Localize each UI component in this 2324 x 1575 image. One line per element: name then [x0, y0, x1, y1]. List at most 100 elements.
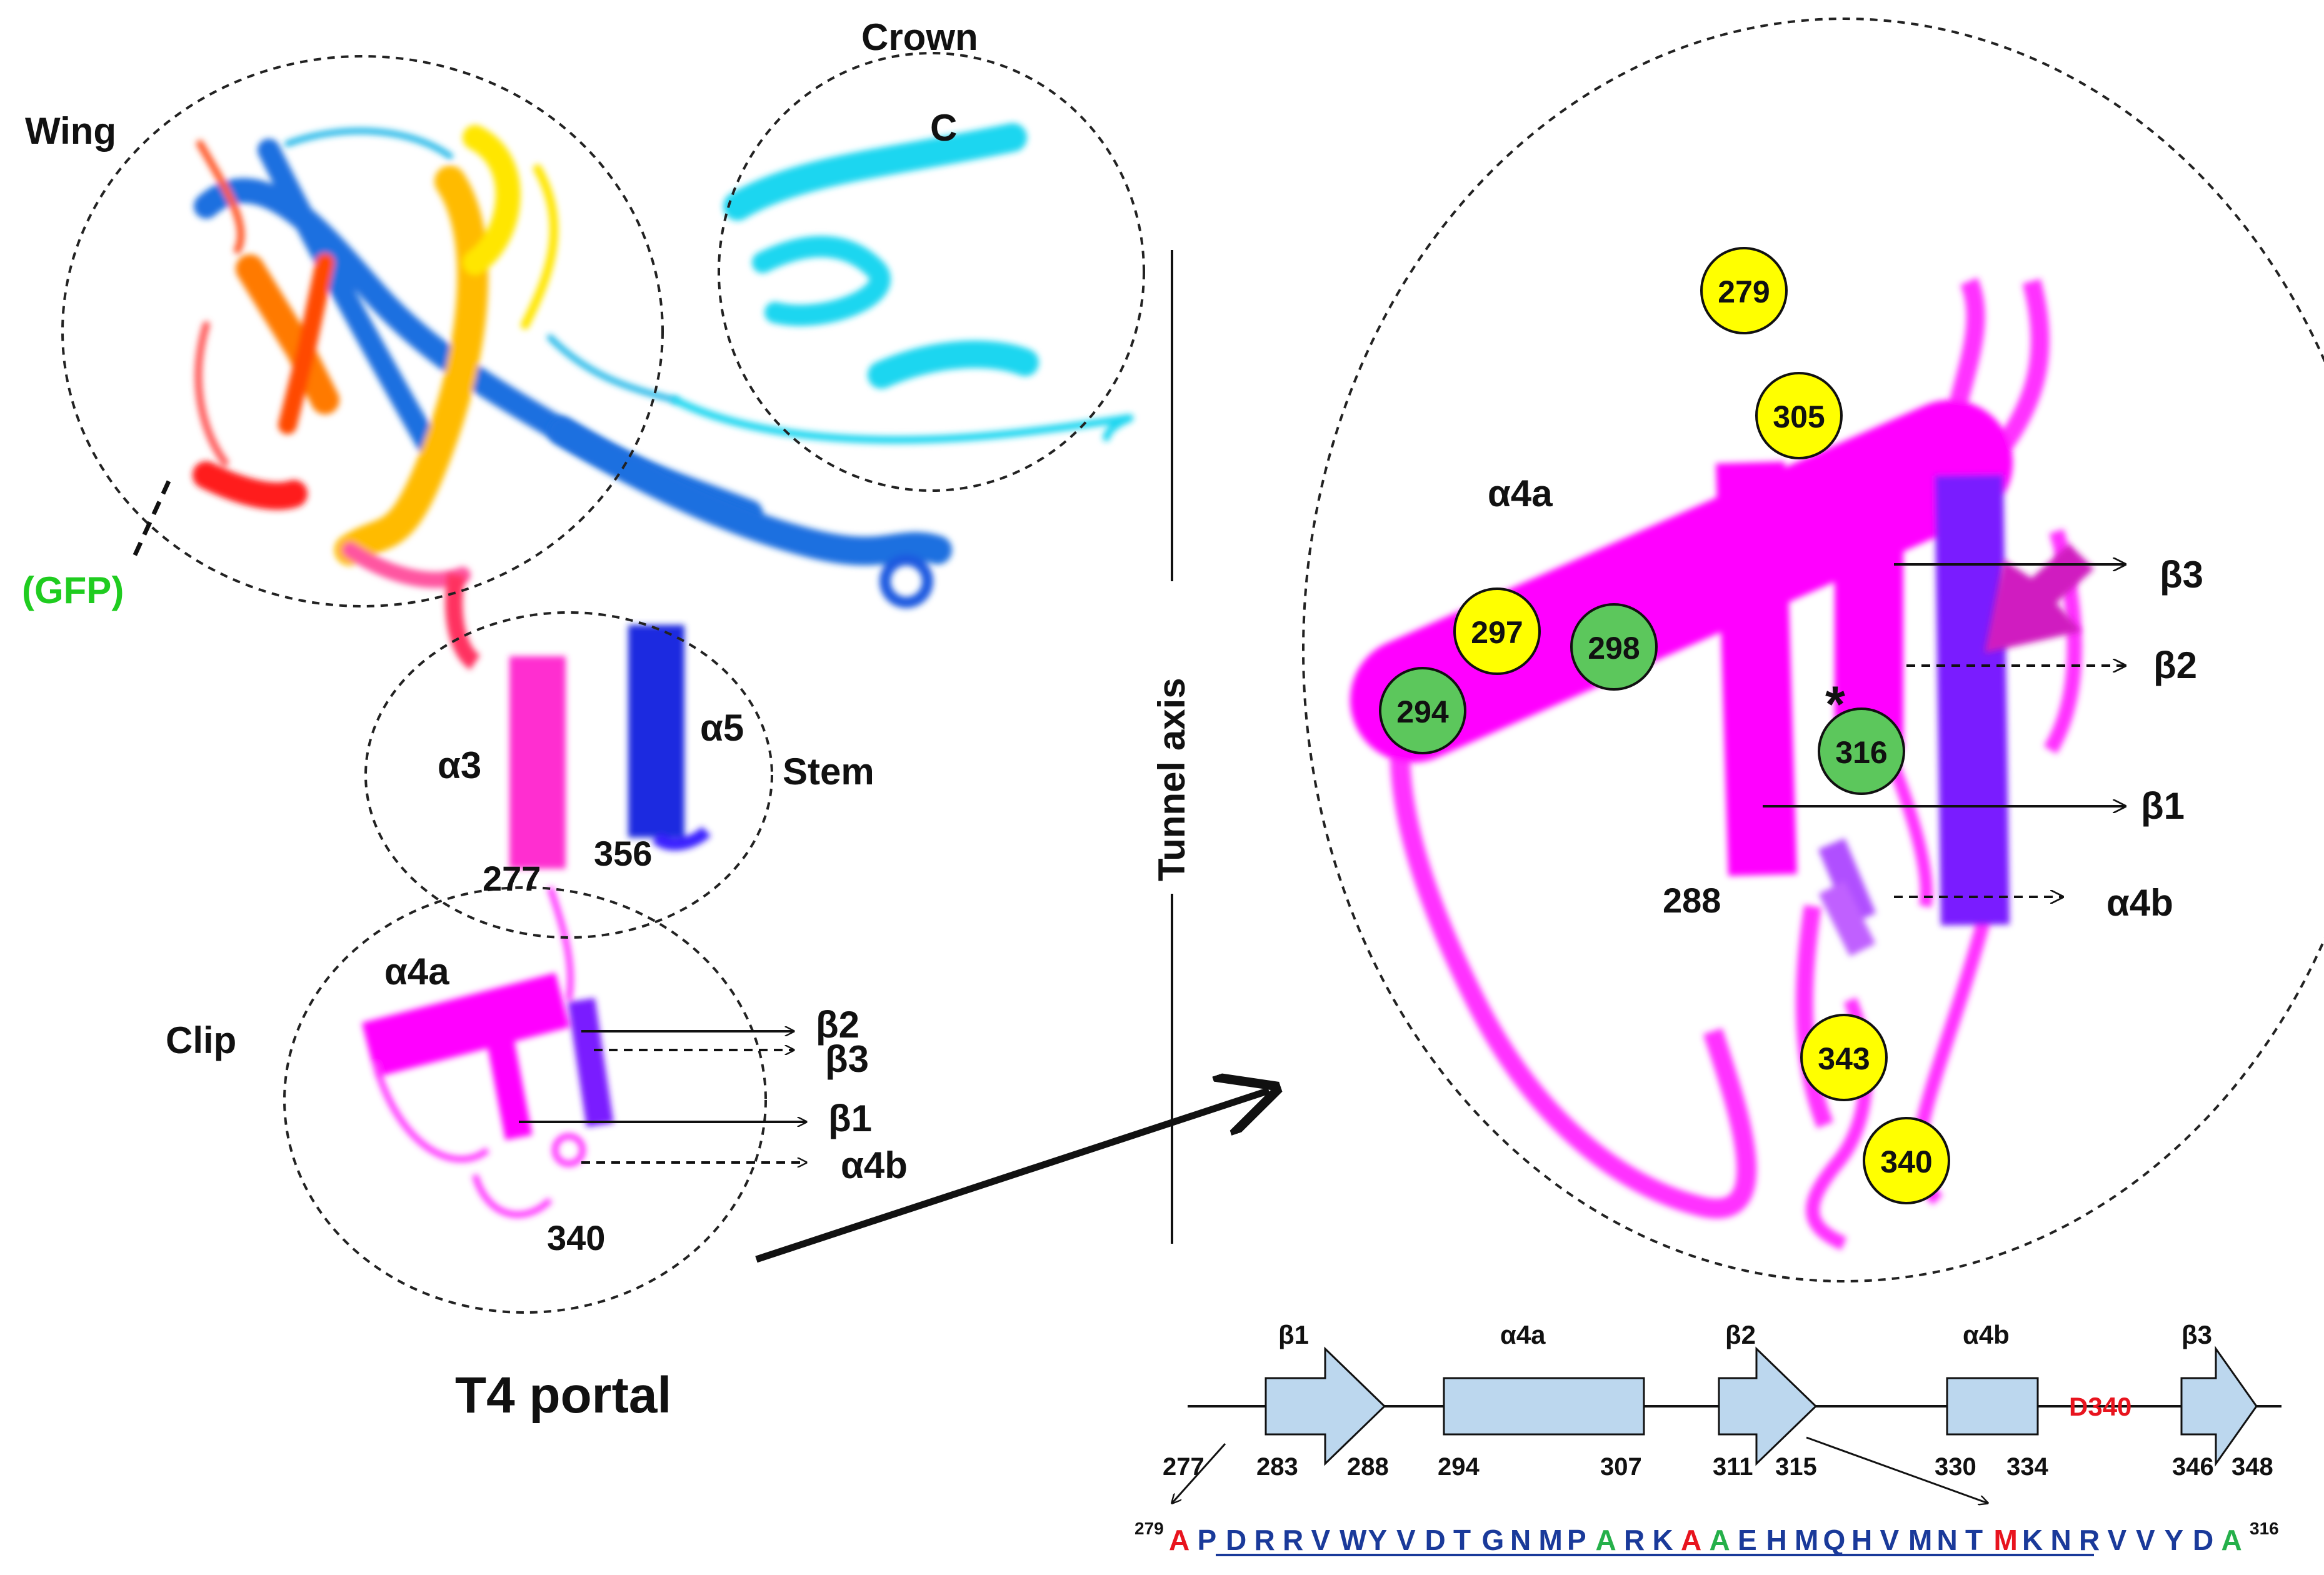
sequence-residue: A [1169, 1524, 1190, 1556]
topo-beta3-label: β3 [2181, 1320, 2212, 1349]
zoom-beta3-label: β3 [2160, 554, 2203, 596]
sequence-residue: M [1994, 1524, 2018, 1556]
tunnel-axis-label: Tunnel axis [1151, 678, 1193, 881]
marker-298: 298 [1570, 603, 1658, 691]
sequence-residue: D [1425, 1524, 1446, 1556]
zoom-residue-288-label: 288 [1663, 881, 1721, 920]
topo-zoom-right-line [1806, 1436, 1988, 1503]
clip-boundary [283, 886, 767, 1314]
sequence-residue: V [2108, 1524, 2127, 1556]
wing-label: Wing [25, 110, 116, 152]
sequence-residue: A [1681, 1524, 1701, 1556]
marker-305: 305 [1755, 372, 1843, 459]
wing-boundary [61, 55, 664, 608]
sequence-residue: V [2136, 1524, 2155, 1556]
beta3-block-arrow [1985, 544, 2094, 653]
sequence-residue: A [1710, 1524, 1730, 1556]
gfp-link [132, 480, 171, 558]
gfp-label: (GFP) [22, 569, 124, 611]
topo-beta3-arrow [2180, 1346, 2258, 1467]
sequence-residue: Q [1823, 1524, 1846, 1556]
crown-label: Crown [861, 16, 978, 58]
topo-n346: 346 [2172, 1453, 2214, 1481]
marker-316: 316 [1818, 708, 1905, 795]
sequence-residue: V [1311, 1524, 1331, 1556]
sequence-residue: N [2051, 1524, 2071, 1556]
stem-boundary [364, 611, 773, 939]
sequence-residue: R [1255, 1524, 1275, 1556]
sequence-residue: G [1482, 1524, 1505, 1556]
zoom-beta1-label: β1 [2141, 785, 2185, 827]
clip-alpha4b-label: α4b [841, 1144, 908, 1186]
marker-316-label: 316 [1835, 735, 1887, 770]
sequence-residue: A [1596, 1524, 1616, 1556]
clip-alpha4a-label: α4a [384, 951, 449, 992]
topo-beta2-arrow [1718, 1346, 1818, 1466]
stem-ribbons [445, 573, 711, 869]
sequence-residue: Y [1368, 1524, 1388, 1556]
topo-d340-label: D340 [2069, 1392, 2131, 1421]
marker-340: 340 [1863, 1117, 1950, 1204]
marker-294-label: 294 [1396, 694, 1449, 729]
sequence-residue: H [1766, 1524, 1787, 1556]
sequence-residue: M [1795, 1524, 1818, 1556]
clip-zoom: α4a β3 β2 β1 α4b 288 * 279 305 297 298 2 [1302, 18, 2324, 1282]
clip-label: Clip [166, 1019, 236, 1061]
zoom-ribbons [1350, 278, 2082, 1251]
topo-n311: 311 [1713, 1453, 1753, 1481]
clip-residue-340-label: 340 [547, 1218, 605, 1258]
topology-diagram: β1 α4a β2 α4b β3 D340 277 283 288 294 30… [1163, 1320, 2281, 1503]
wing-ribbons [193, 125, 763, 588]
topo-alpha4b-box [1946, 1377, 2039, 1436]
clip-beta1-label: β1 [828, 1098, 872, 1139]
sequence-residue: A [2221, 1524, 2242, 1556]
marker-297-label: 297 [1471, 615, 1523, 650]
topo-n348: 348 [2231, 1453, 2273, 1481]
topo-n307: 307 [1600, 1453, 1642, 1481]
marker-279-label: 279 [1718, 274, 1770, 309]
sequence-start-number: 279 [1134, 1519, 1164, 1538]
zoom-beta2-label: β2 [2153, 644, 2197, 686]
topo-alpha4a-box [1443, 1377, 1645, 1436]
sequence-residue: K [1653, 1524, 1673, 1556]
sequence-residue: R [1624, 1524, 1645, 1556]
marker-298-label: 298 [1588, 631, 1640, 666]
crown-c-terminus-label: C [930, 107, 957, 149]
stem-label: Stem [783, 751, 874, 792]
zoom-arrow [755, 1091, 1269, 1263]
clip-ribbons [361, 886, 614, 1218]
crown-boundary [718, 52, 1145, 492]
topo-n294: 294 [1438, 1453, 1480, 1481]
sequence-residue: M [1908, 1524, 1932, 1556]
sequence-residue: D [1226, 1524, 1246, 1556]
sequence-residue: M [1539, 1524, 1563, 1556]
sequence-residue: D [2193, 1524, 2213, 1556]
marker-340-label: 340 [1880, 1144, 1932, 1179]
topo-n277: 277 [1163, 1453, 1205, 1481]
sequence-residue: R [2079, 1524, 2100, 1556]
alpha5-label: α5 [700, 707, 744, 749]
crown-ribbons [671, 123, 1134, 444]
figure-title: T4 portal [455, 1367, 671, 1424]
topo-n288: 288 [1347, 1453, 1389, 1481]
topo-beta1-label: β1 [1278, 1320, 1309, 1349]
long-helix [548, 417, 952, 608]
sequence-residue: V [1396, 1524, 1416, 1556]
sequence-residue: P [1198, 1524, 1217, 1556]
topo-n330: 330 [1935, 1453, 1976, 1481]
sequence-residue: R [1283, 1524, 1303, 1556]
marker-305-label: 305 [1773, 399, 1825, 434]
sequence-residue: N [1510, 1524, 1531, 1556]
marker-297: 297 [1453, 588, 1541, 675]
zoom-alpha4b-label: α4b [2106, 882, 2173, 924]
portal-overview: Wing Crown Stem Clip (GFP) C α3 α5 277 3… [22, 16, 1145, 1424]
sequence-residue: N [1937, 1524, 1958, 1556]
sequence-residue: P [1567, 1524, 1586, 1556]
topo-n283: 283 [1256, 1453, 1298, 1481]
topo-zoom-left-line [1172, 1442, 1226, 1503]
topo-beta2-label: β2 [1725, 1320, 1756, 1349]
tunnel-axis: Tunnel axis [1151, 250, 1193, 1244]
topo-alpha4b-label: α4b [1963, 1320, 2010, 1349]
